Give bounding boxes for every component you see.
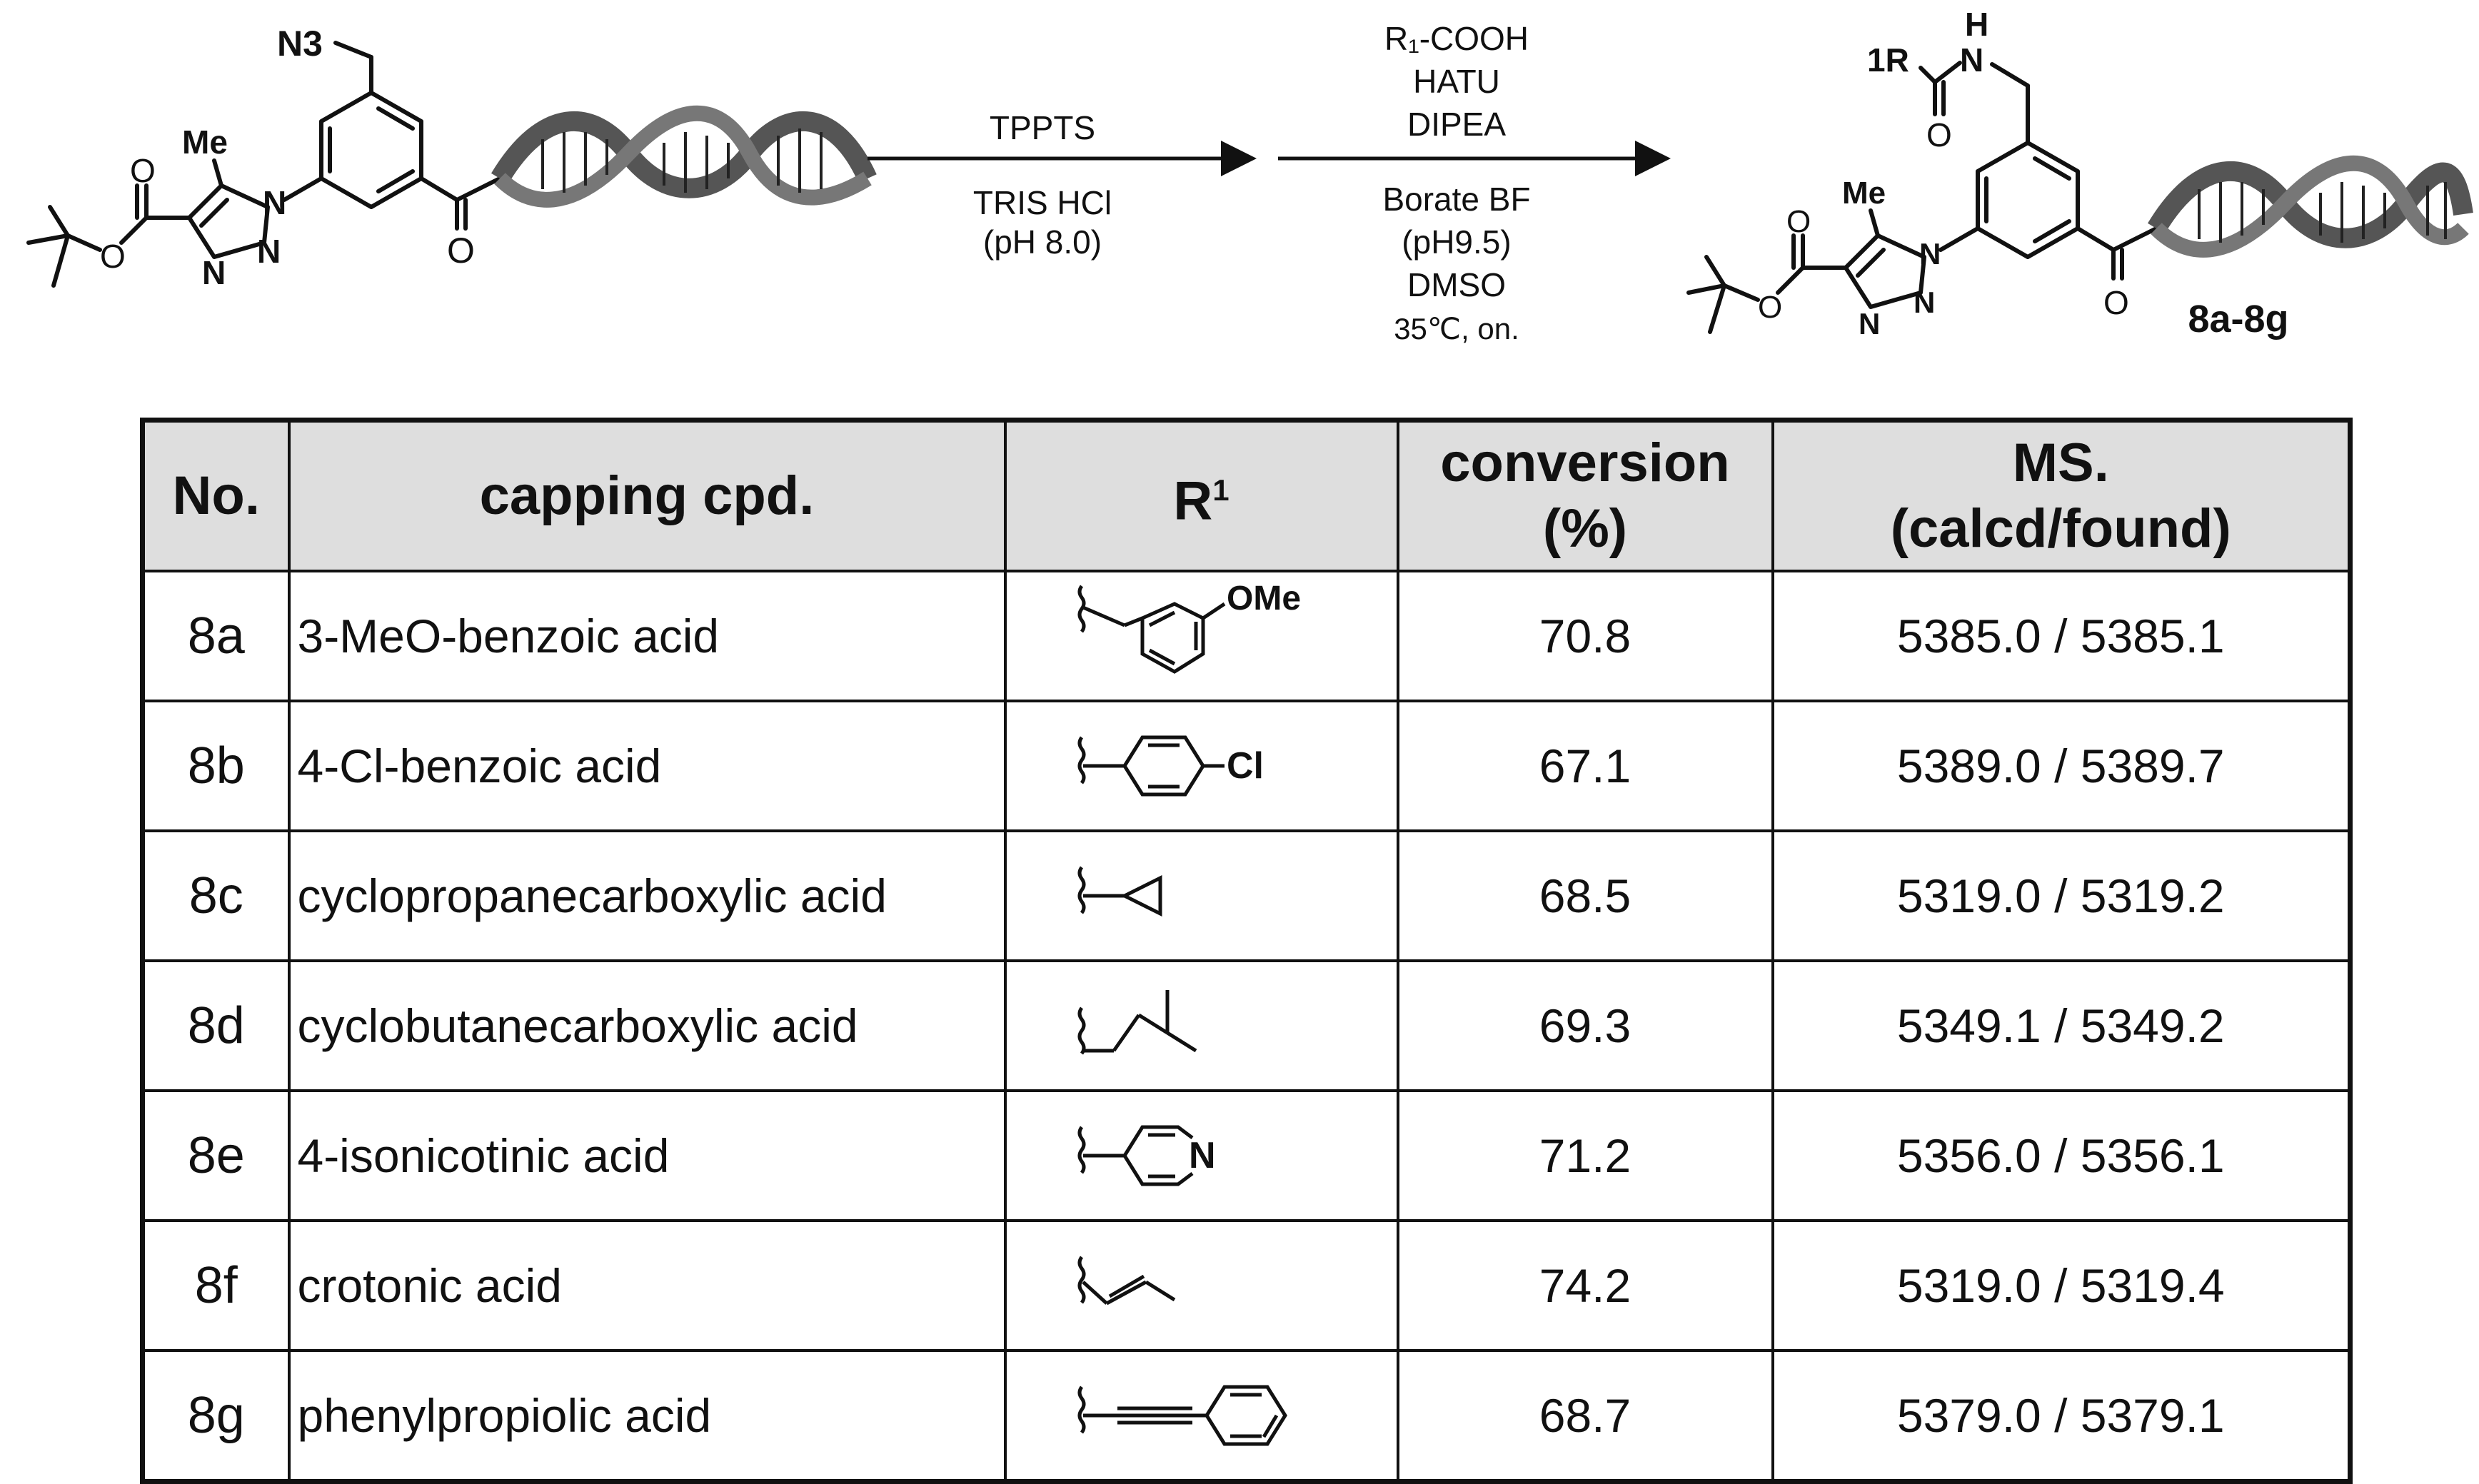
step2-reagent-top-3: DIPEA xyxy=(1407,106,1506,143)
row-r1-structure: OMe xyxy=(1003,570,1399,702)
row-ms: 5356.0 / 5356.1 xyxy=(1771,1089,2352,1222)
table-row: 8c cyclopropanecarboxylic acid 68.5 5319… xyxy=(141,829,2352,962)
row-r1-structure xyxy=(1003,959,1399,1092)
row-conversion: 71.2 xyxy=(1396,1089,1774,1222)
row-r1-structure xyxy=(1003,829,1399,962)
row-ms: 5385.0 / 5385.1 xyxy=(1771,570,2352,702)
row-no: 8d xyxy=(141,959,291,1092)
starting-material: N3 O N N N Me O O xyxy=(26,24,877,291)
svg-text:OMe: OMe xyxy=(1227,580,1301,617)
step2-reagent-top-2: HATU xyxy=(1413,63,1500,100)
product-r-label: 1R xyxy=(1867,41,1909,79)
row-r1-structure: N xyxy=(1003,1089,1399,1222)
table-row: 8a 3-MeO-benzoic acid OMe 70.8 5385.0 / … xyxy=(141,570,2352,702)
chlorophenyl-structure-icon: Cl xyxy=(1077,735,1264,797)
header-capping-cpd: capping cpd. xyxy=(287,418,1007,572)
step1-reagent-top: TPPTS xyxy=(990,109,1095,146)
svg-text:O: O xyxy=(1786,204,1811,239)
table-row: 8f crotonic acid 74.2 5319.0 / 5319.4 xyxy=(141,1219,2352,1352)
step2-reagent-bottom-3: DMSO xyxy=(1407,266,1506,303)
ketone-o-label: O xyxy=(447,231,475,271)
row-capping-cpd: phenylpropiolic acid xyxy=(287,1349,1007,1483)
step2-reagent-top-1: R₁-COOH xyxy=(1384,20,1529,57)
svg-text:O: O xyxy=(1758,290,1782,325)
svg-text:N: N xyxy=(1914,286,1935,319)
row-no: 8g xyxy=(141,1349,291,1483)
ester-carbonyl-o-label: O xyxy=(130,152,156,189)
product-structure: N H O 1R O N N N Me O O xyxy=(1686,6,2473,340)
row-capping-cpd: 3-MeO-benzoic acid xyxy=(287,570,1007,702)
row-capping-cpd: crotonic acid xyxy=(287,1219,1007,1352)
product-methyl-label: Me xyxy=(1842,176,1886,211)
propenyl-structure-icon xyxy=(1077,1256,1175,1306)
row-no: 8e xyxy=(141,1089,291,1222)
svg-text:N: N xyxy=(1859,307,1880,340)
row-r1-structure xyxy=(1003,1219,1399,1352)
pyridyl-structure-icon: N xyxy=(1077,1125,1216,1186)
table-row: 8e 4-isonicotinic acid N 71.2 5356.0 / 5… xyxy=(141,1089,2352,1222)
header-no: No. xyxy=(141,418,291,572)
row-conversion: 67.1 xyxy=(1396,700,1774,832)
table-row: 8g phenylpropiolic acid 68.7 5379.0 / 53… xyxy=(141,1349,2352,1483)
product-name-label: 8a-8g xyxy=(2188,298,2288,340)
methyl-label: Me xyxy=(182,123,228,161)
row-r1-structure xyxy=(1003,1349,1399,1483)
svg-text:N: N xyxy=(1189,1135,1216,1176)
row-capping-cpd: 4-Cl-benzoic acid xyxy=(287,700,1007,832)
table-row: 8d cyclobutanecarboxylic acid 69.3 5349.… xyxy=(141,959,2352,1092)
product-n-label: N xyxy=(1960,41,1983,79)
row-capping-cpd: cyclopropanecarboxylic acid xyxy=(287,829,1007,962)
row-ms: 5379.0 / 5379.1 xyxy=(1771,1349,2352,1483)
row-ms: 5319.0 / 5319.4 xyxy=(1771,1219,2352,1352)
step2-reagent-bottom-2: (pH9.5) xyxy=(1402,223,1511,261)
row-conversion: 68.7 xyxy=(1396,1349,1774,1483)
row-no: 8b xyxy=(141,700,291,832)
step2-reagent-bottom-4: 35℃, on. xyxy=(1394,312,1519,345)
methoxyphenyl-structure-icon: OMe xyxy=(1077,580,1301,674)
isopentyl-structure-icon xyxy=(1077,990,1197,1055)
header-r1: R1 xyxy=(1003,418,1399,572)
triazole-n1-label: N xyxy=(263,184,286,221)
row-conversion: 68.5 xyxy=(1396,829,1774,962)
header-conversion: conversion (%) xyxy=(1396,418,1774,572)
row-ms: 5319.0 / 5319.2 xyxy=(1771,829,2352,962)
step1-reagent-bottom-1: TRIS HCl xyxy=(973,184,1112,221)
ester-o-label: O xyxy=(100,238,126,275)
cyclopropyl-structure-icon xyxy=(1077,866,1162,917)
triazole-n2-label: N xyxy=(257,233,281,270)
row-capping-cpd: 4-isonicotinic acid xyxy=(287,1089,1007,1222)
row-conversion: 69.3 xyxy=(1396,959,1774,1092)
product-dna-helix-icon xyxy=(2147,155,2473,258)
row-r1-structure: Cl xyxy=(1003,700,1399,832)
phenylethynyl-structure-icon xyxy=(1077,1385,1287,1446)
row-ms: 5389.0 / 5389.7 xyxy=(1771,700,2352,832)
row-no: 8f xyxy=(141,1219,291,1352)
azide-label: N3 xyxy=(277,24,323,64)
row-no: 8a xyxy=(141,570,291,702)
row-conversion: 70.8 xyxy=(1396,570,1774,702)
reaction-scheme: N3 O N N N Me O O xyxy=(26,6,2473,345)
capping-results-table: No. capping cpd. R1 conversion (%) MS. (… xyxy=(140,418,2353,1484)
table-header-row: No. capping cpd. R1 conversion (%) MS. (… xyxy=(141,418,2352,572)
step2-reagent-bottom-1: Borate BF xyxy=(1382,181,1530,218)
product-h-label: H xyxy=(1965,6,1988,43)
row-no: 8c xyxy=(141,829,291,962)
table-row: 8b 4-Cl-benzoic acid Cl 67.1 5389.0 / 53… xyxy=(141,700,2352,832)
svg-text:Cl: Cl xyxy=(1227,745,1264,787)
dna-helix-icon xyxy=(491,105,877,208)
row-capping-cpd: cyclobutanecarboxylic acid xyxy=(287,959,1007,1092)
triazole-n3-label: N xyxy=(202,254,226,291)
step1-reagent-bottom-2: (pH 8.0) xyxy=(983,223,1102,261)
row-conversion: 74.2 xyxy=(1396,1219,1774,1352)
header-ms: MS. (calcd/found) xyxy=(1771,418,2352,572)
product-ketone-o-label: O xyxy=(2103,284,2129,321)
product-amide-o-label: O xyxy=(1926,116,1952,153)
row-ms: 5349.1 / 5349.2 xyxy=(1771,959,2352,1092)
svg-text:N: N xyxy=(1919,237,1941,271)
